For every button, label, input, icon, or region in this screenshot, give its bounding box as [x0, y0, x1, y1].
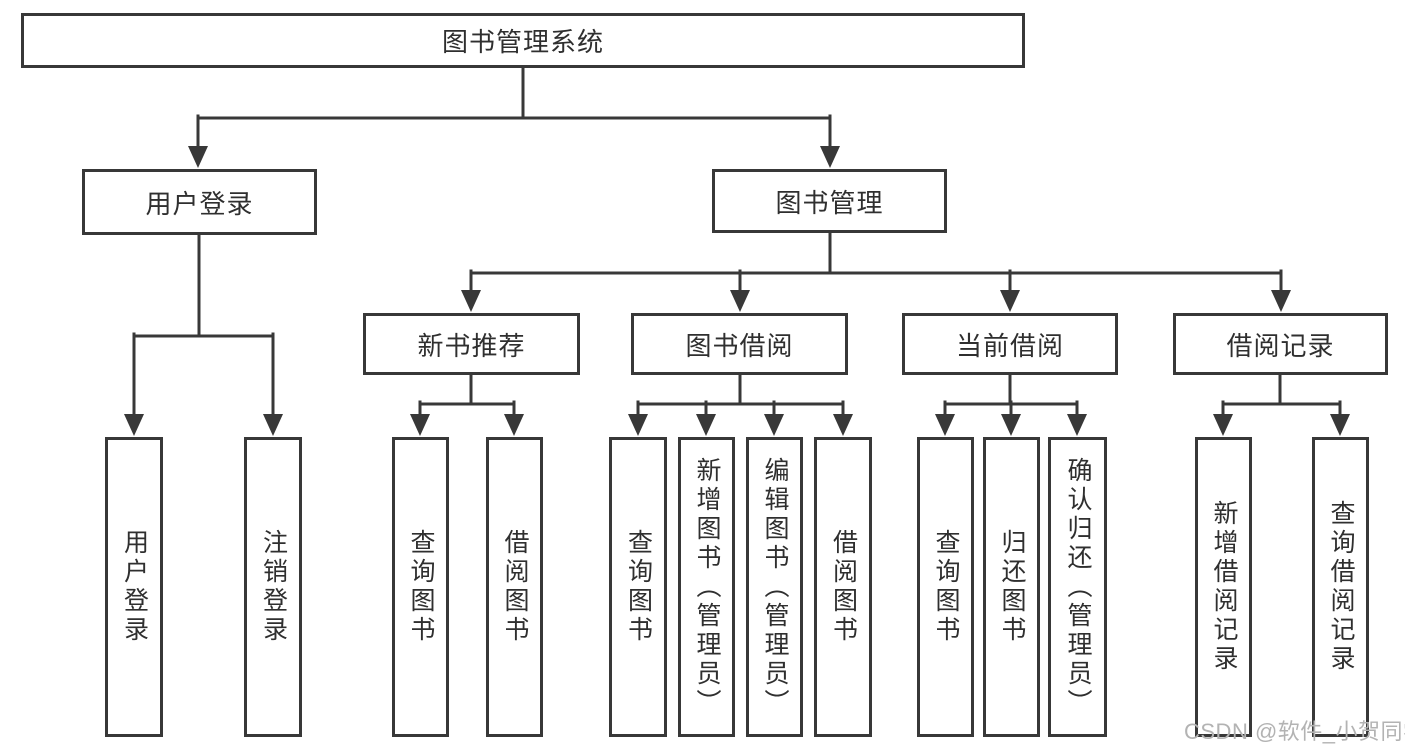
leaf-confirm-return-admin: 确认归还（管理员） — [1048, 437, 1107, 737]
leaf-label: 查询借阅记录 — [1327, 500, 1355, 674]
leaf-label: 新增图书（管理员） — [693, 456, 721, 718]
leaf-query-borrow-record: 查询借阅记录 — [1312, 437, 1369, 737]
leaf-borrow-books-recommend: 借阅图书 — [486, 437, 543, 737]
arrowhead — [1271, 290, 1291, 312]
arrowhead — [461, 290, 481, 312]
arrowhead — [1001, 414, 1021, 436]
arrowhead — [833, 414, 853, 436]
csdn-watermark: CSDN @软件_小贺同学 — [1184, 719, 1405, 744]
leaf-borrow-books: 借阅图书 — [814, 437, 872, 737]
leaf-add-borrow-record: 新增借阅记录 — [1195, 437, 1252, 737]
leaf-edit-books-admin: 编辑图书（管理员） — [746, 437, 803, 737]
arrowhead — [188, 146, 208, 168]
node-book-management: 图书管理 — [712, 169, 947, 233]
leaf-return-books: 归还图书 — [983, 437, 1040, 737]
leaf-label: 注销登录 — [259, 529, 288, 645]
leaf-label: 查询图书 — [407, 529, 435, 645]
arrowhead — [820, 146, 840, 168]
leaf-label: 查询图书 — [932, 529, 960, 645]
arrowhead — [1067, 414, 1087, 436]
arrowhead — [764, 414, 784, 436]
leaf-label: 新增借阅记录 — [1210, 500, 1238, 674]
node-book-borrow: 图书借阅 — [631, 313, 848, 375]
node-new-book-recommend: 新书推荐 — [363, 313, 580, 375]
arrowhead — [1330, 414, 1350, 436]
arrowhead — [696, 414, 716, 436]
leaf-query-books-current: 查询图书 — [917, 437, 974, 737]
leaf-label: 查询图书 — [624, 529, 653, 645]
leaf-label: 用户登录 — [120, 529, 149, 645]
leaf-user-login: 用户登录 — [105, 437, 163, 737]
arrowhead — [1000, 290, 1020, 312]
arrowhead — [124, 414, 144, 436]
leaf-label: 借阅图书 — [829, 529, 858, 645]
arrowhead — [730, 290, 750, 312]
node-current-borrow: 当前借阅 — [902, 313, 1118, 375]
node-user-login: 用户登录 — [82, 169, 317, 235]
arrowhead — [504, 414, 524, 436]
arrowhead — [1213, 414, 1233, 436]
leaf-logout: 注销登录 — [244, 437, 302, 737]
leaf-add-books-admin: 新增图书（管理员） — [678, 437, 735, 737]
leaf-label: 编辑图书（管理员） — [761, 456, 789, 718]
leaf-label: 确认归还（管理员） — [1064, 456, 1092, 718]
leaf-label: 归还图书 — [998, 529, 1026, 645]
leaf-label: 借阅图书 — [501, 529, 529, 645]
arrowhead — [410, 414, 430, 436]
node-borrow-records: 借阅记录 — [1173, 313, 1388, 375]
arrowhead — [263, 414, 283, 436]
leaf-query-books-borrow: 查询图书 — [609, 437, 667, 737]
arrowhead — [628, 414, 648, 436]
leaf-query-books-recommend: 查询图书 — [392, 437, 449, 737]
node-library-management-system: 图书管理系统 — [21, 13, 1025, 68]
arrowhead — [935, 414, 955, 436]
